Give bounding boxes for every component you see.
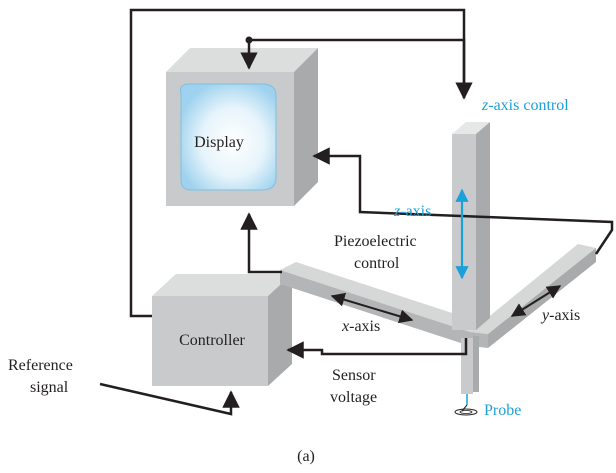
wire-y-signal <box>312 147 614 255</box>
z-axis-var: z <box>393 203 401 220</box>
z-axis-rest: -axis <box>400 203 431 220</box>
reference-label-line1: Reference <box>8 357 73 374</box>
probe-stem-shade <box>473 336 479 392</box>
y-axis-var: y <box>540 307 550 324</box>
controller-top-face <box>152 274 292 296</box>
wire-junction-dot <box>245 36 253 44</box>
display-top-face <box>166 48 318 72</box>
z-axis-control-label: z-axis control <box>481 97 569 114</box>
probe-tip <box>454 394 478 416</box>
z-axis-label: z-axis <box>393 203 431 220</box>
piezo-scanner <box>280 122 596 416</box>
controller-label: Controller <box>179 332 245 349</box>
display-label: Display <box>194 134 244 151</box>
wiring <box>99 8 614 416</box>
display-monitor: Display <box>166 48 318 206</box>
display-screen <box>179 83 277 191</box>
y-axis-label: y-axis <box>540 307 580 324</box>
probe-label: Probe <box>484 402 521 419</box>
piezo-label-line1: Piezoelectric <box>334 233 417 250</box>
display-side-face <box>294 48 318 206</box>
controller-front-face <box>152 296 268 386</box>
x-axis-arrow <box>330 292 414 324</box>
reference-label-line2: signal <box>30 379 69 396</box>
x-axis-label: x-axis <box>341 318 380 335</box>
sensor-label-line1: Sensor <box>332 367 376 384</box>
sensor-label-line2: voltage <box>330 389 377 406</box>
piezo-label-line2: control <box>354 255 400 272</box>
wire-z-control <box>249 38 473 100</box>
x-axis-rest: -axis <box>349 318 380 335</box>
figure-caption: (a) <box>297 448 315 465</box>
z-column-front <box>452 134 476 330</box>
z-column-top <box>452 122 490 134</box>
probe-stem <box>461 338 473 394</box>
controller-side-face <box>268 274 292 386</box>
wire-reference-signal <box>99 382 240 416</box>
controller-box: Controller <box>152 274 292 386</box>
z-axis-control-rest: -axis control <box>488 97 569 114</box>
x-axis-var: x <box>341 318 349 335</box>
wire-x-signal <box>240 212 282 274</box>
z-axis-control-var: z <box>481 97 489 114</box>
wire-sensor-voltage <box>286 338 468 359</box>
z-column-side <box>476 122 490 330</box>
y-axis-rest: -axis <box>549 307 580 324</box>
y-axis-arrow <box>510 285 562 317</box>
